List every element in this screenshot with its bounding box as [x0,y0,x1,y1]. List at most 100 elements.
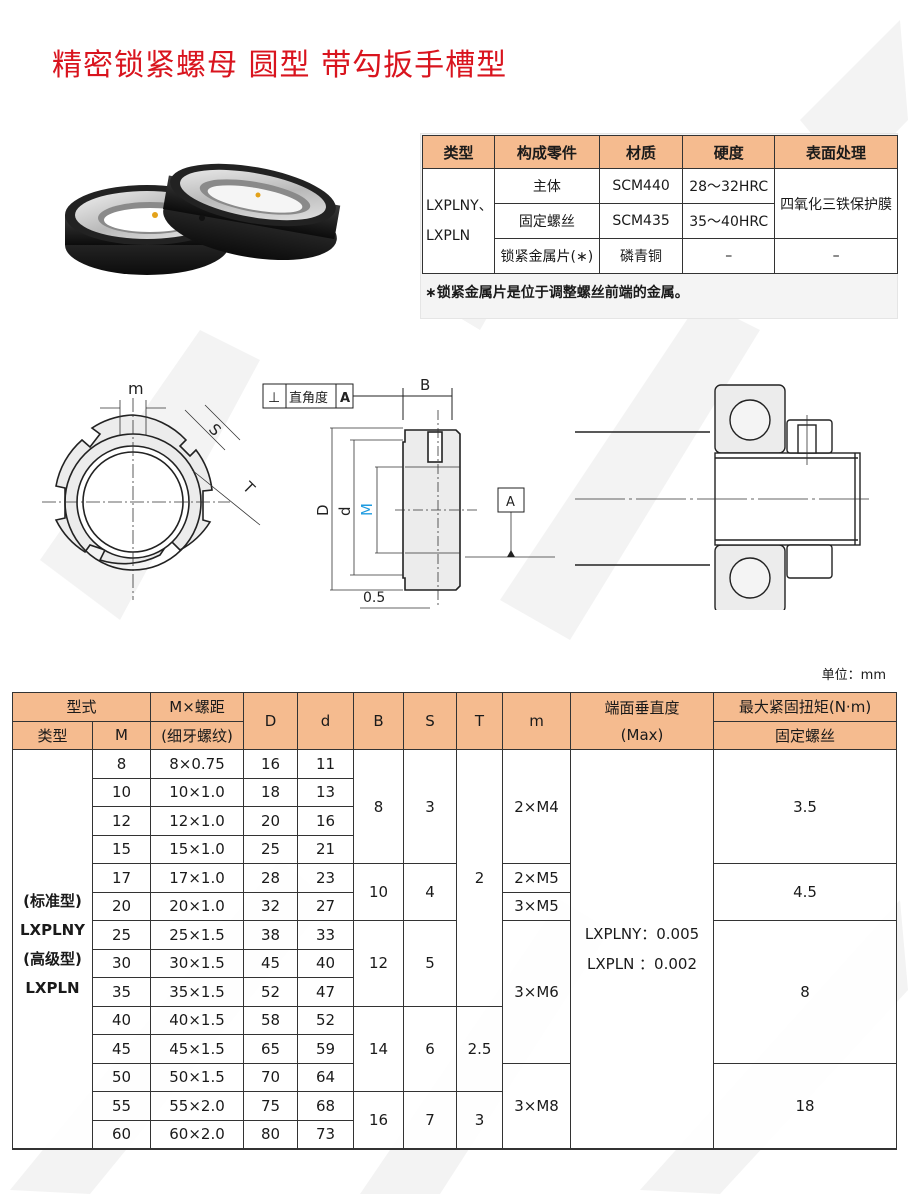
m-size-cell: 17 [91,863,152,893]
d-cell: 64 [297,1062,355,1092]
spec-table: 型式 M×螺距 D d B S T m 端面垂直度 最大紧固扭矩(N·m) 类型… [11,692,898,1150]
hardness-cell: 28～32HRC [682,168,776,204]
hardness-cell: 35～40HRC [682,203,776,239]
m-size-cell: 10 [91,777,152,807]
type-cell: (标准型) LXPLNY (高级型) LXPLN [12,749,93,1149]
flatness-line: LXPLNY：0.005 [584,924,700,943]
T-cell: 3 [456,1091,504,1149]
B-cell: 14 [353,1005,405,1092]
datum-ref: A [340,391,350,406]
m-size-cell: 40 [91,1005,152,1035]
page-title: 精密锁紧螺母 圆型 带勾扳手槽型 [52,48,508,83]
table-row: 10 10×1.0 18 13 [13,777,897,807]
m-cell: 2×M4 [502,749,572,864]
table-row: 固定螺丝 SCM435 35～40HRC [423,203,898,239]
d-cell: 21 [297,834,355,864]
material-footnote: ∗锁紧金属片是位于调整螺丝前端的金属。 [425,285,689,301]
header-S: S [403,692,458,750]
label-D: D [314,504,332,516]
d-cell: 27 [297,891,355,921]
label-d: d [336,506,354,516]
S-cell: 4 [403,863,458,921]
header-model: 型式 [11,692,152,722]
D-cell: 70 [243,1062,299,1092]
material-table: 类型 构成零件 材质 硬度 表面处理 LXPLNY、 LXPLN 主体 SCM4… [422,135,898,274]
part-cell: 固定螺丝 [493,203,600,239]
B-cell: 12 [353,920,405,1007]
d-cell: 52 [297,1005,355,1035]
header-type: 类型 [12,720,93,750]
header-part: 构成零件 [493,135,600,169]
d-cell: 11 [297,749,355,779]
D-cell: 32 [243,891,299,921]
d-cell: 13 [297,777,355,807]
D-cell: 38 [243,920,299,950]
flatness-line: LXPLN ：0.002 [587,954,697,973]
header-torque-sub: 固定螺丝 [713,720,898,750]
m-cell: 2×M5 [502,863,572,893]
spec-header-row-2: 类型 M (细牙螺纹) (Max) 固定螺丝 [12,720,898,750]
m-size-cell: 45 [91,1034,152,1064]
perpendicularity-symbol: ⊥ [268,390,280,406]
D-cell: 58 [243,1005,299,1035]
part-cell: 主体 [493,168,600,204]
D-cell: 28 [243,863,299,893]
d-cell: 16 [297,806,355,836]
m-size-cell: 8 [91,749,152,779]
torque-cell: 4.5 [713,863,898,921]
assembly-diagram [575,384,870,610]
pitch-cell: 10×1.0 [150,777,245,807]
D-cell: 80 [243,1119,299,1149]
hardness-cell: – [682,238,776,274]
D-cell: 45 [243,948,299,978]
B-cell: 10 [353,863,405,921]
pitch-cell: 17×1.0 [150,863,245,893]
pitch-cell: 25×1.5 [150,920,245,950]
label-offset: 0.5 [363,590,385,606]
S-cell: 3 [403,749,458,864]
m-size-cell: 50 [91,1062,152,1092]
table-row: 15 15×1.0 25 21 [13,834,897,864]
side-view-diagram: ⊥ 直角度 A B A D d M 0.5 [262,376,555,609]
unit-note: 单位：mm [821,668,886,683]
d-cell: 59 [297,1034,355,1064]
pitch-cell: 20×1.0 [150,891,245,921]
table-row: 17 17×1.0 28 23 10 4 2×M5 4.5 [13,863,898,921]
material-table-header: 类型 构成零件 材质 硬度 表面处理 [422,135,898,169]
surface-cell: 四氧化三铁保护膜 [774,168,898,239]
table-row: LXPLNY、 LXPLN 主体 SCM440 28～32HRC 四氧化三铁保护… [422,168,898,274]
D-cell: 16 [243,749,299,779]
label-m: m [128,379,144,398]
type-cell: LXPLNY、 LXPLN [422,168,495,274]
B-cell: 8 [353,749,405,864]
surface-cell: – [774,238,898,274]
S-cell: 5 [403,920,458,1007]
m-size-cell: 55 [91,1091,152,1121]
T-cell: 2 [456,749,504,1007]
label-B: B [420,376,430,394]
B-cell: 16 [353,1091,405,1149]
type-line: LXPLNY、 [426,198,493,214]
m-size-cell: 35 [91,977,152,1007]
label-S: S [205,420,224,439]
d-cell: 33 [297,920,355,950]
m-size-cell: 15 [91,834,152,864]
header-m: m [502,692,572,750]
m-size-cell: 25 [91,920,152,950]
type-line: LXPLNY [19,920,86,939]
pitch-cell: 12×1.0 [150,806,245,836]
product-photo [65,163,341,275]
header-B: B [353,692,405,750]
T-cell: 2.5 [456,1005,504,1092]
d-cell: 68 [297,1091,355,1121]
pitch-cell: 35×1.5 [150,977,245,1007]
pitch-cell: 50×1.5 [150,1062,245,1092]
pitch-cell: 8×0.75 [150,749,245,779]
pitch-cell: 15×1.0 [150,834,245,864]
pitch-cell: 45×1.5 [150,1034,245,1064]
material-cell: SCM435 [598,203,684,239]
header-type: 类型 [422,135,495,169]
header-pitch-sub: (细牙螺纹) [150,721,245,750]
D-cell: 20 [243,806,299,836]
datum-box: A [506,495,515,510]
